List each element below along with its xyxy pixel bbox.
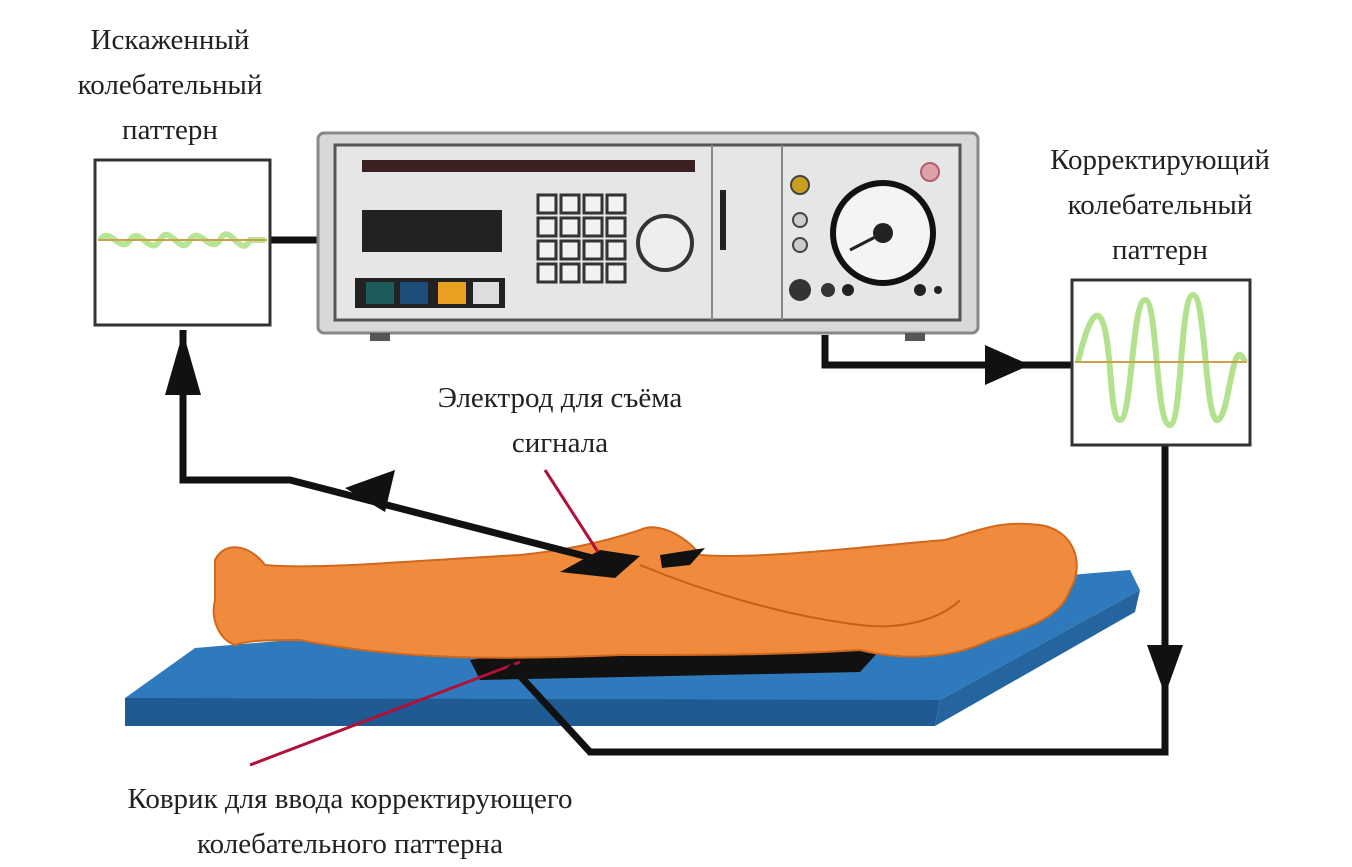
patient-body: [212, 522, 1078, 659]
corrective-scope: [1070, 278, 1252, 447]
arrow-down-icon: [1147, 645, 1183, 695]
electrode-pointer: [543, 469, 600, 553]
label-line: Коврик для ввода корректирующего: [127, 783, 573, 815]
mat-label: Коврик для ввода корректирующего колебат…: [20, 777, 680, 867]
mat-pointer: [249, 660, 521, 767]
label-line: Искаженный: [90, 24, 250, 56]
keypad: [536, 193, 627, 284]
patient-arm: [639, 564, 961, 628]
label-line: колебательного паттерна: [197, 828, 503, 860]
label-line: Электрод для съёма: [437, 382, 683, 414]
arrow-up-icon: [165, 332, 201, 395]
label-line: колебательный: [77, 69, 263, 101]
arrow-right-icon: [985, 345, 1030, 385]
label-line: сигнала: [511, 427, 609, 459]
label-line: колебательный: [1067, 189, 1253, 221]
distorted-pattern-label: Искаженный колебательный паттерн: [20, 18, 320, 153]
electrode-pad: [560, 550, 640, 578]
electrode-label: Электрод для съёма сигнала: [360, 376, 760, 466]
label-line: Корректирующий: [1050, 144, 1270, 176]
correction-device: [316, 131, 980, 341]
arrowheads: [165, 332, 1183, 695]
electrode-pad-2: [660, 548, 705, 568]
label-line: паттерн: [122, 114, 218, 146]
arrow-left-icon: [345, 470, 395, 512]
corrective-pattern-label: Корректирующий колебательный паттерн: [1000, 138, 1320, 273]
label-line: паттерн: [1112, 234, 1208, 266]
distorted-scope: [93, 158, 272, 327]
knob: [636, 214, 694, 272]
